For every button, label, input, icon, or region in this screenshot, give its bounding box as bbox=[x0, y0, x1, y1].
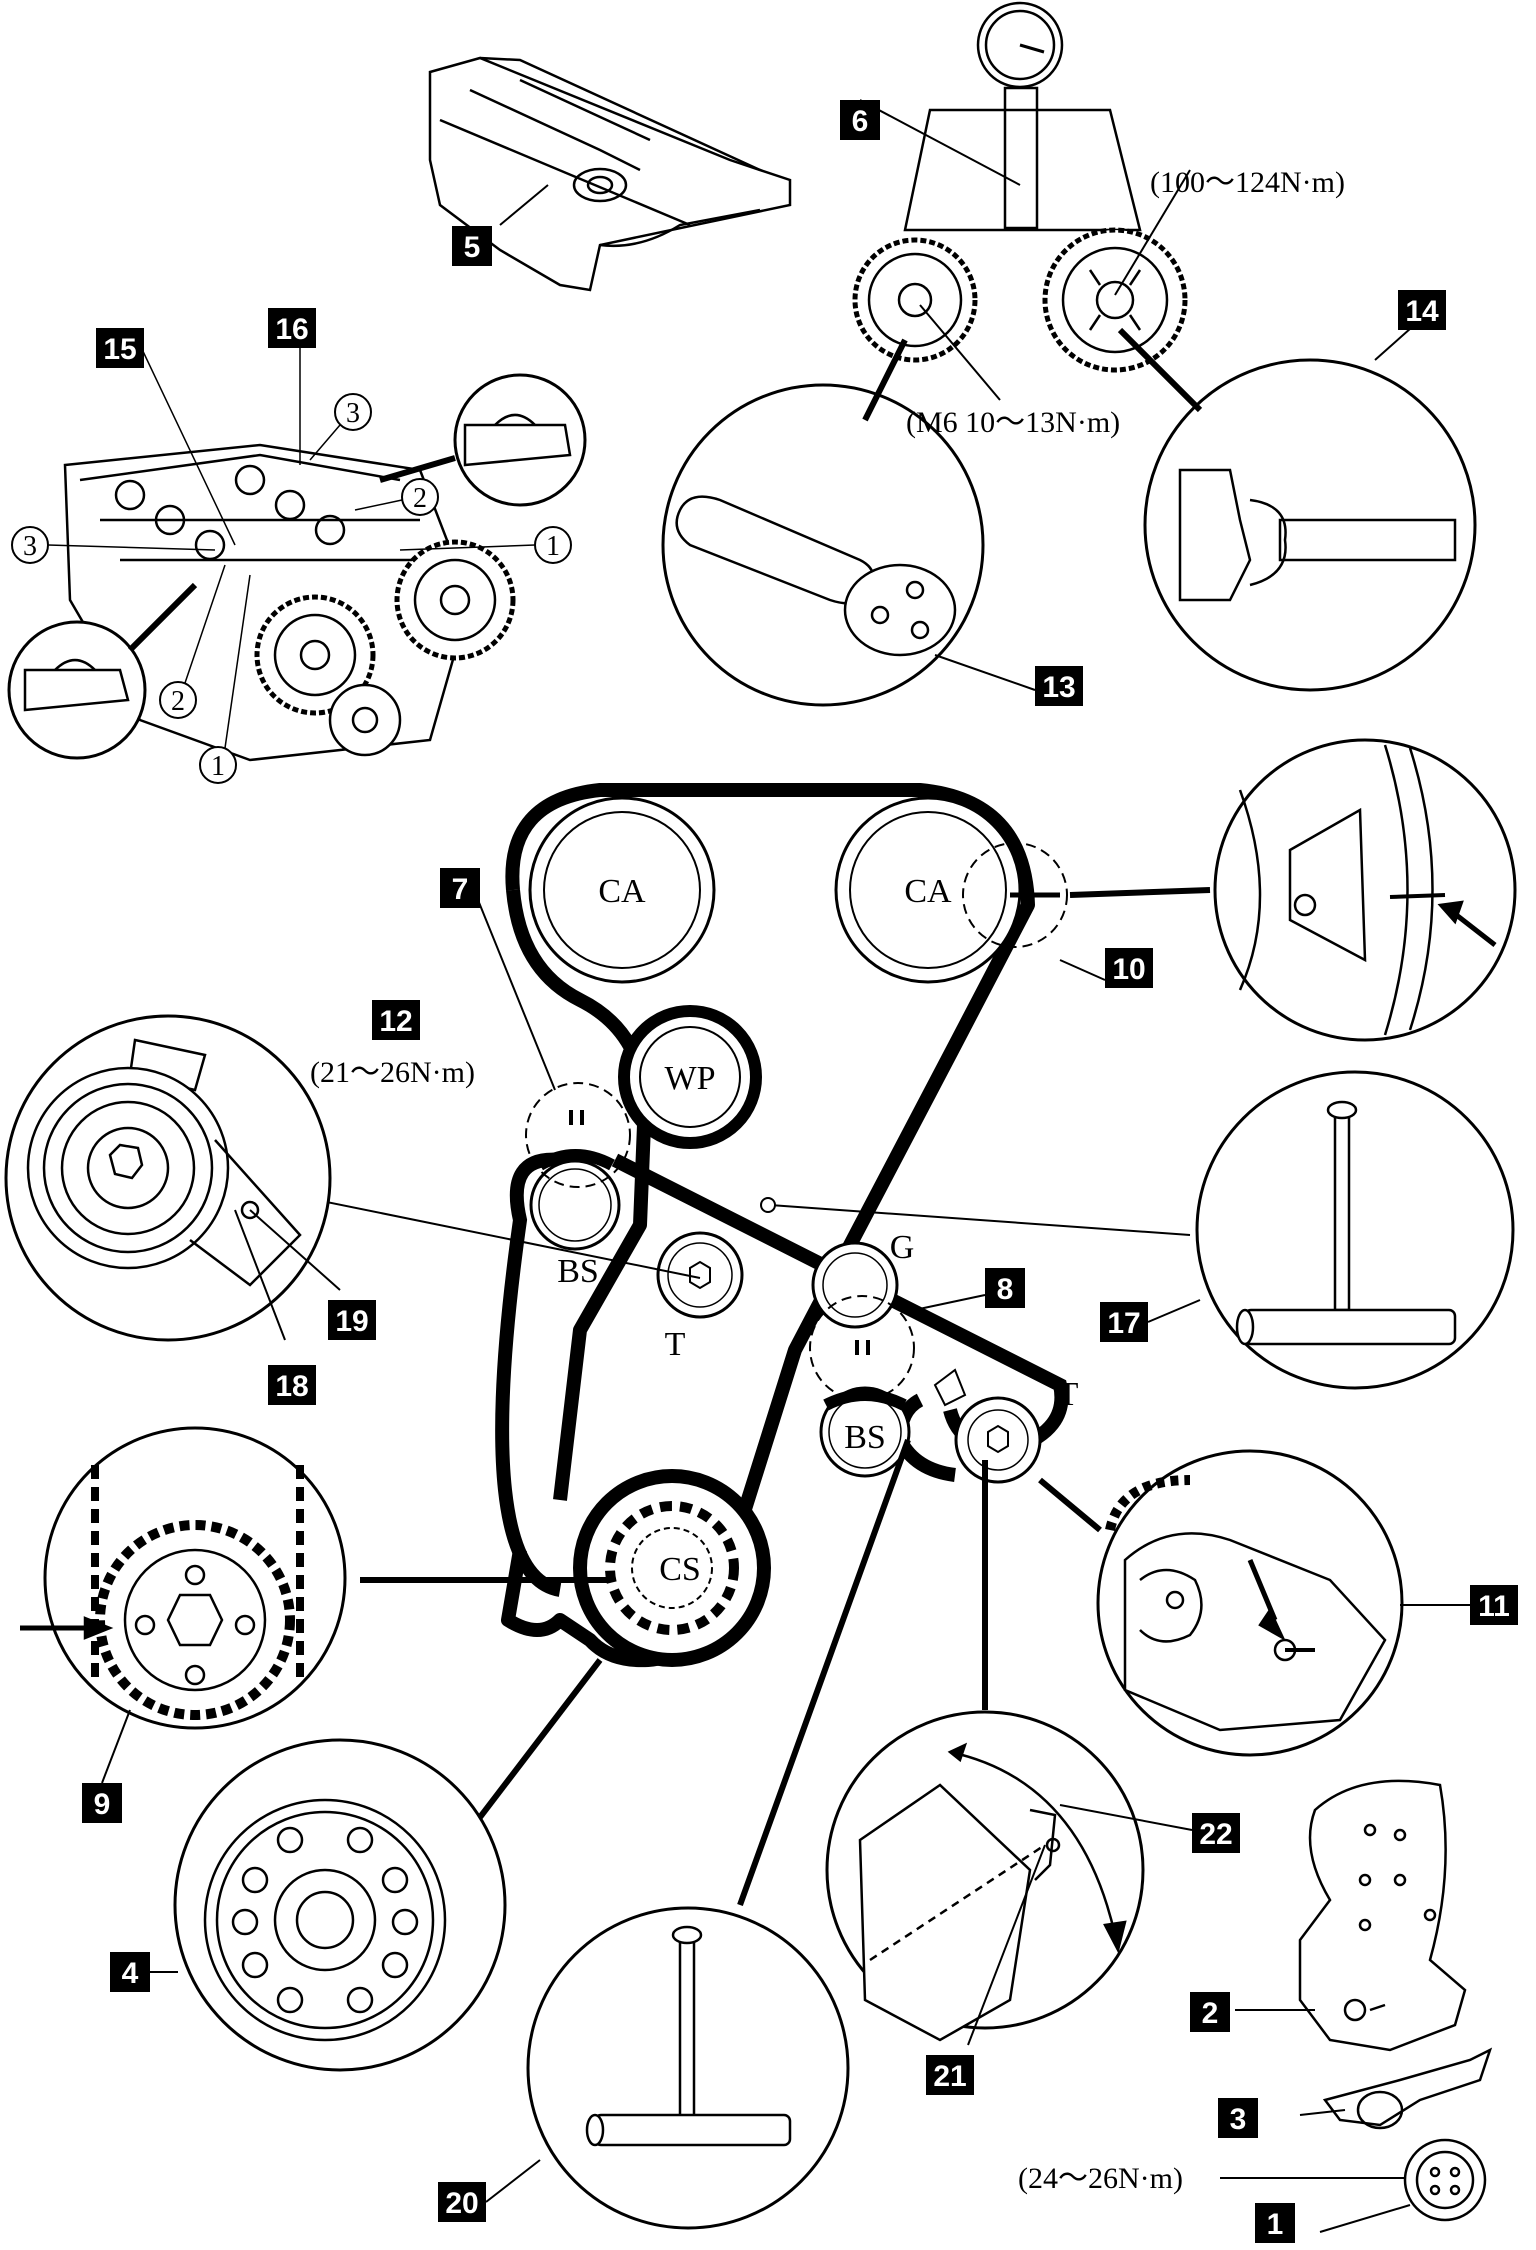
water-pump-pulley: WP bbox=[618, 1005, 762, 1149]
callout-17: 17 bbox=[1100, 1302, 1148, 1342]
svg-text:3: 3 bbox=[23, 531, 37, 562]
circled-number-3-left: 3 bbox=[11, 526, 49, 564]
cam-mark-detail bbox=[1213, 738, 1517, 1042]
callout-22: 22 bbox=[1192, 1813, 1240, 1853]
svg-text:BS: BS bbox=[844, 1419, 886, 1456]
svg-text:14: 14 bbox=[1405, 295, 1439, 328]
svg-text:2: 2 bbox=[1202, 1997, 1219, 2030]
svg-text:12: 12 bbox=[379, 1005, 412, 1038]
balancer-shaft-pulley-left: BS bbox=[529, 1149, 621, 1290]
tensioner-nut-detail bbox=[825, 1710, 1145, 2042]
svg-text:CA: CA bbox=[598, 873, 646, 910]
svg-text:2: 2 bbox=[171, 686, 185, 717]
svg-text:CA: CA bbox=[904, 873, 952, 910]
svg-text:CS: CS bbox=[659, 1551, 701, 1588]
tensioner-pulley-right: T bbox=[933, 1368, 1079, 1484]
detail-circle-10 bbox=[962, 842, 1068, 948]
svg-text:15: 15 bbox=[103, 333, 136, 366]
callout-6: 6 bbox=[840, 100, 880, 140]
svg-text:4: 4 bbox=[122, 1957, 139, 1990]
svg-text:2: 2 bbox=[413, 483, 427, 514]
svg-text:20: 20 bbox=[445, 2187, 478, 2220]
svg-text:18: 18 bbox=[275, 1370, 308, 1403]
torque-cam-bolt: (100～124N·m) bbox=[1150, 166, 1345, 199]
circled-number-1-left: 1 bbox=[199, 746, 237, 784]
tensioner-detail bbox=[4, 1014, 332, 1342]
svg-text:7: 7 bbox=[452, 873, 469, 906]
torque-pulley: (24～26N·m) bbox=[1018, 2162, 1183, 2195]
svg-text:13: 13 bbox=[1042, 671, 1075, 704]
callout-20: 20 bbox=[438, 2182, 486, 2222]
cam-cap-inset-left bbox=[7, 620, 147, 760]
cam-cap-inset-top bbox=[453, 373, 587, 507]
callout-12: 12 bbox=[372, 1000, 420, 1040]
camshaft-holder-illustration bbox=[852, 1, 1188, 373]
svg-text:11: 11 bbox=[1478, 1590, 1510, 1623]
t-tool-20-detail bbox=[526, 1906, 850, 2230]
svg-text:1: 1 bbox=[546, 531, 560, 562]
timing-cover-parts bbox=[1298, 1779, 1493, 2222]
circled-number-2-right: 2 bbox=[401, 478, 439, 516]
callout-11: 11 bbox=[1470, 1585, 1518, 1625]
callout-16: 16 bbox=[268, 308, 316, 348]
circled-number-2-left: 2 bbox=[159, 681, 197, 719]
callout-7: 7 bbox=[440, 868, 480, 908]
callout-3: 3 bbox=[1218, 2098, 1258, 2138]
guide-pulley: G bbox=[811, 1229, 915, 1329]
t-tool-17-detail bbox=[1195, 1070, 1515, 1390]
balancer-detail bbox=[1096, 1449, 1404, 1757]
callout-14: 14 bbox=[1398, 290, 1446, 330]
svg-text:3: 3 bbox=[346, 398, 360, 429]
svg-text:G: G bbox=[890, 1229, 915, 1266]
callout-21: 21 bbox=[926, 2055, 974, 2095]
callout-9: 9 bbox=[82, 1783, 122, 1823]
torque-m6: (M6 10～13N·m) bbox=[906, 406, 1120, 439]
svg-text:21: 21 bbox=[933, 2060, 966, 2093]
callout-4: 4 bbox=[110, 1952, 150, 1992]
svg-text:T: T bbox=[665, 1326, 686, 1363]
detail-circle-7 bbox=[525, 1082, 631, 1188]
svg-text:10: 10 bbox=[1112, 953, 1145, 986]
torque-tensioner: (21～26N·m) bbox=[310, 1056, 475, 1089]
crank-pulley-detail bbox=[173, 1738, 507, 2072]
svg-text:8: 8 bbox=[997, 1273, 1014, 1306]
svg-text:1: 1 bbox=[211, 751, 225, 782]
callout-1: 1 bbox=[1255, 2203, 1295, 2243]
svg-text:22: 22 bbox=[1199, 1818, 1232, 1851]
circled-number-3-top: 3 bbox=[334, 393, 372, 431]
callout-8: 8 bbox=[985, 1268, 1025, 1308]
circled-number-1-right: 1 bbox=[534, 526, 572, 564]
svg-text:6: 6 bbox=[852, 105, 869, 138]
callout-19: 19 bbox=[328, 1300, 376, 1340]
callout-18: 18 bbox=[268, 1365, 316, 1405]
svg-text:1: 1 bbox=[1267, 2208, 1284, 2241]
svg-text:5: 5 bbox=[464, 231, 481, 264]
svg-text:19: 19 bbox=[335, 1305, 368, 1338]
valve-cover-illustration bbox=[428, 56, 792, 292]
cylinder-head-illustration bbox=[63, 443, 516, 762]
svg-text:17: 17 bbox=[1107, 1307, 1140, 1340]
tensioner-pulley-left: T bbox=[656, 1231, 744, 1363]
callout-10: 10 bbox=[1105, 948, 1153, 988]
callout-5: 5 bbox=[452, 226, 492, 266]
tool-14-detail bbox=[1143, 358, 1477, 692]
cam-pulley-right: CA bbox=[834, 796, 1022, 984]
svg-text:T: T bbox=[1058, 1376, 1079, 1413]
svg-text:WP: WP bbox=[665, 1060, 716, 1097]
cam-pulley-left: CA bbox=[528, 796, 716, 984]
svg-text:3: 3 bbox=[1230, 2103, 1247, 2136]
svg-text:BS: BS bbox=[557, 1253, 599, 1290]
crankshaft-pulley: CS bbox=[573, 1469, 771, 1667]
tool-13-detail bbox=[661, 383, 985, 707]
callout-2: 2 bbox=[1190, 1992, 1230, 2032]
callout-13: 13 bbox=[1035, 666, 1083, 706]
svg-text:9: 9 bbox=[94, 1788, 111, 1821]
detail-circle-8 bbox=[809, 1295, 915, 1401]
crank-sprocket-detail bbox=[20, 1426, 347, 1730]
callout-15: 15 bbox=[96, 328, 144, 368]
balancer-shaft-pulley-right: BS bbox=[819, 1386, 911, 1478]
svg-text:16: 16 bbox=[275, 313, 308, 346]
